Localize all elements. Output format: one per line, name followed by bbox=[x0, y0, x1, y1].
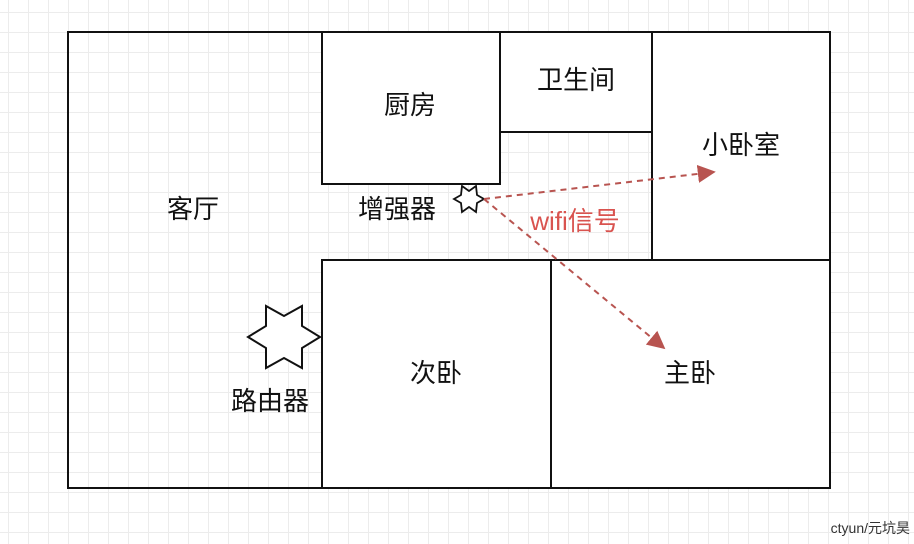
master-bedroom-room bbox=[550, 259, 831, 489]
wifi-signal-label: wifi信号 bbox=[530, 206, 620, 236]
signal-arrow-small-bedroom bbox=[483, 164, 716, 200]
second-bedroom-label: 次卧 bbox=[409, 359, 463, 389]
second-bedroom-room bbox=[321, 259, 552, 489]
router-label: 路由器 bbox=[230, 387, 310, 417]
small-bedroom-room bbox=[651, 31, 831, 261]
signal-arrow-master-bedroom bbox=[483, 198, 666, 350]
bathroom-room bbox=[499, 31, 653, 133]
router-star-icon bbox=[246, 304, 322, 370]
extender-label: 增强器 bbox=[357, 195, 437, 225]
kitchen-room bbox=[321, 31, 501, 185]
living-room-label: 客厅 bbox=[166, 195, 220, 225]
small-bedroom-label: 小卧室 bbox=[701, 131, 781, 161]
kitchen-label: 厨房 bbox=[383, 91, 437, 121]
bathroom-label: 卫生间 bbox=[536, 66, 616, 96]
extender-star-icon bbox=[452, 184, 486, 214]
watermark: ctyun/元坑昊 bbox=[830, 520, 910, 536]
master-bedroom-label: 主卧 bbox=[663, 359, 717, 389]
